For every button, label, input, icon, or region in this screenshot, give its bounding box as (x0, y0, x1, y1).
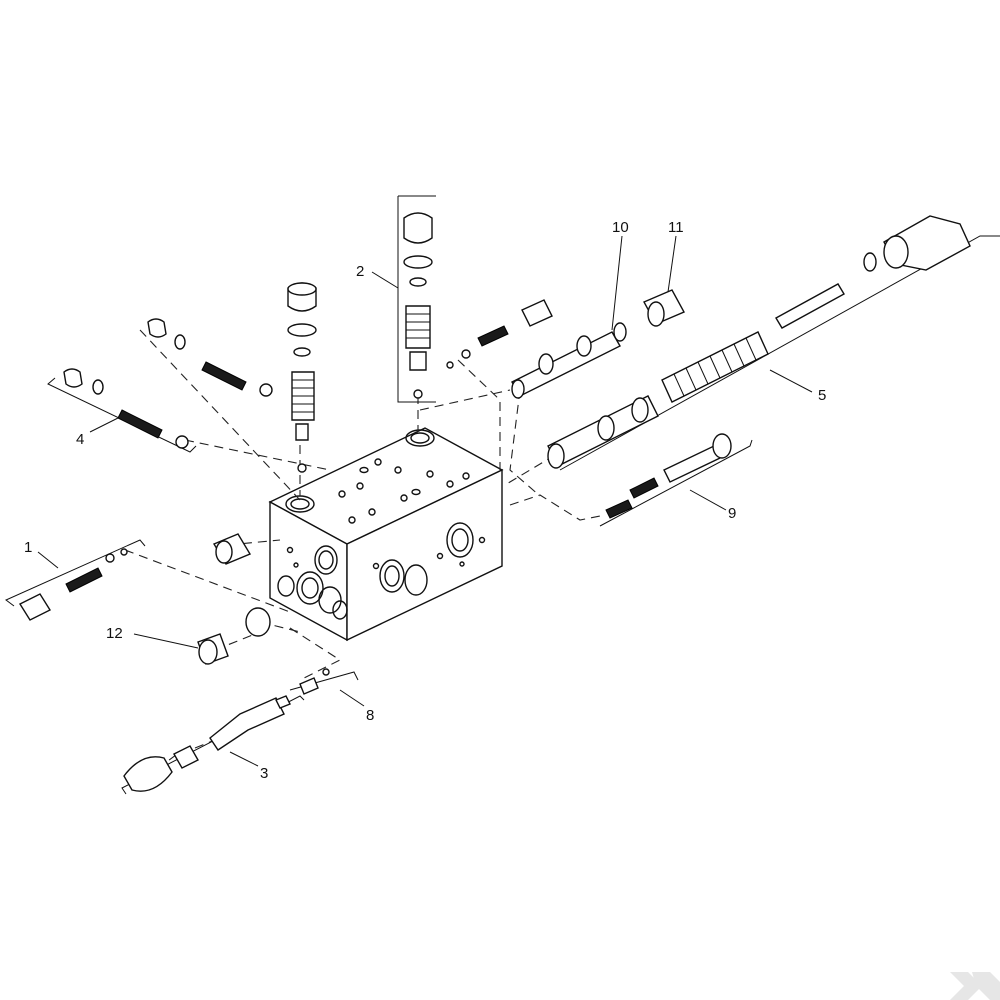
callout-leaders (37, 235, 813, 767)
part-group-3 (121, 695, 305, 795)
vertical-stack-center (287, 282, 317, 473)
part-group-11 (643, 289, 685, 327)
callout-5: 5 (818, 387, 826, 404)
callout-8: 8 (366, 707, 374, 724)
callout-2: 2 (356, 263, 364, 280)
part-group-1 (5, 539, 146, 621)
part-group-2 (397, 195, 436, 403)
hex-plug-left (212, 533, 252, 565)
valve-block (268, 427, 504, 642)
callout-4: 4 (76, 431, 84, 448)
callout-12: 12 (106, 625, 123, 642)
small-cartridge-right (446, 299, 553, 369)
part-group-4 (47, 318, 273, 453)
spring-upper-left (201, 361, 247, 391)
callout-11: 11 (668, 219, 684, 236)
brand-logo (950, 972, 1000, 1000)
part-group-12 (197, 633, 229, 665)
part-group-8 (289, 668, 359, 695)
part-group-9 (599, 433, 753, 527)
callout-3: 3 (260, 765, 268, 782)
part-group-5 (547, 215, 1000, 471)
spring-4 (117, 409, 163, 439)
part-group-10 (511, 322, 627, 399)
o-ring-front (245, 607, 271, 637)
callout-9: 9 (728, 505, 736, 522)
callout-10: 10 (612, 219, 629, 236)
callout-1: 1 (24, 539, 32, 556)
assembly-centerlines (124, 329, 606, 779)
